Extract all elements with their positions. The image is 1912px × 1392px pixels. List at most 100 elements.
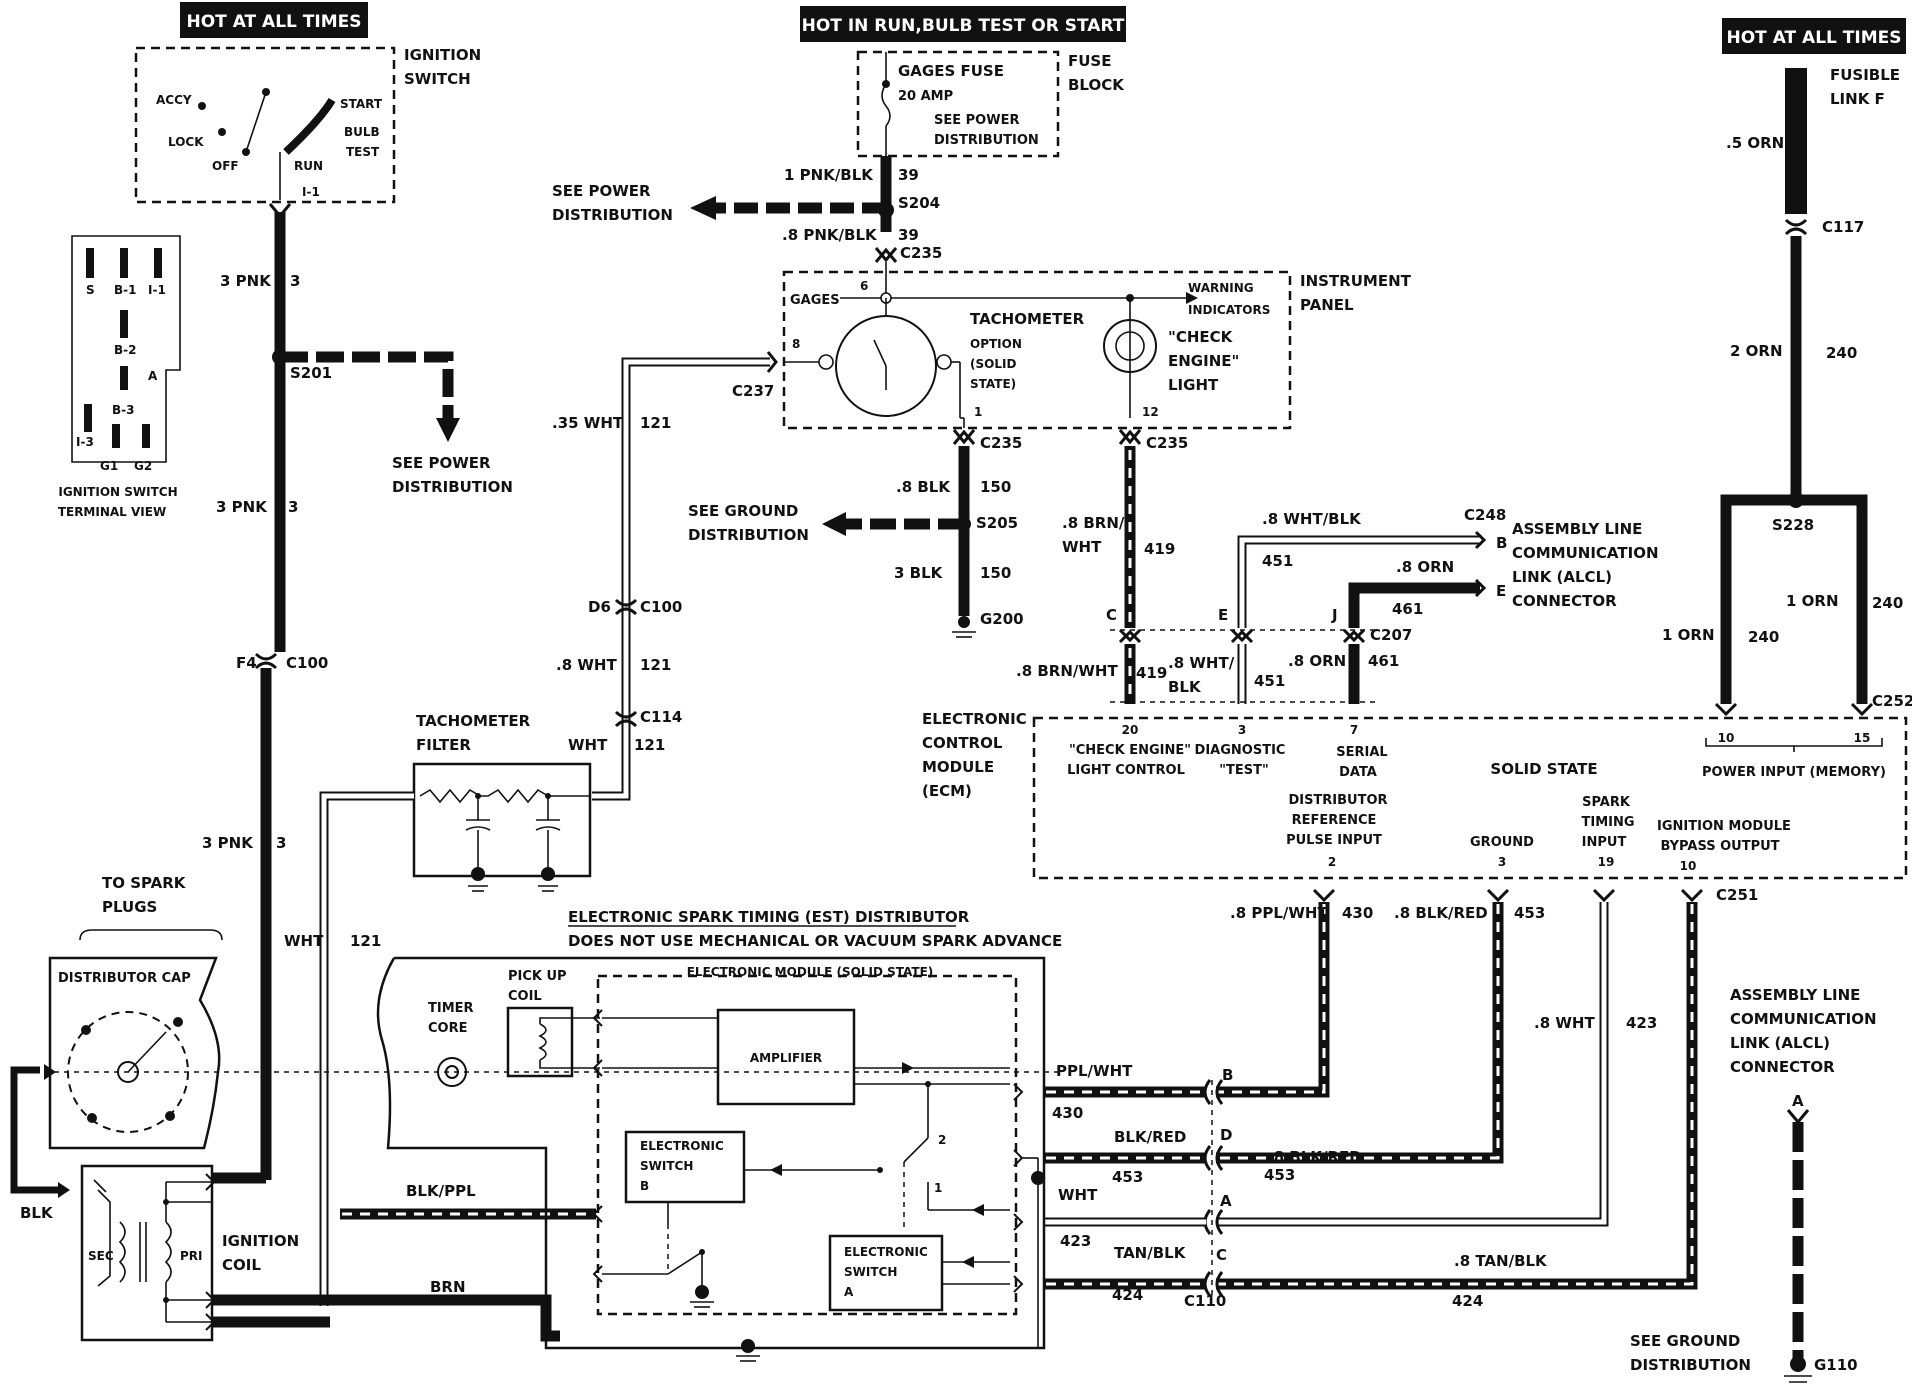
est-distributor: ELECTRONIC SPARK TIMING (EST) DISTRIBUTO… (376, 908, 1062, 1362)
diagram-label: ASSEMBLY LINE (1512, 520, 1642, 538)
diagram-label: SOLID STATE (1490, 760, 1597, 778)
diagram-label: 453 (1264, 1166, 1295, 1184)
diagram-label: 1 ORN (1662, 626, 1715, 644)
circuit-3-pnk: 3 PNK 3 S201 SEE POWER DISTRIBUTION 3 PN… (202, 203, 513, 1184)
diagram-label: B (1222, 1066, 1233, 1084)
diagram-label: .8 WHT (556, 656, 617, 674)
diagram-label: RUN (294, 159, 323, 173)
diagram-label: .8 WHT/ (1168, 654, 1235, 672)
distributor-cap: TO SPARK PLUGS DISTRIBUTOR CAP BLK (10, 874, 1064, 1222)
diagram-label: D (1220, 1126, 1232, 1144)
diagram-label: 6 (860, 279, 868, 293)
diagram-label: C235 (900, 244, 942, 262)
diagram-label: .8 ORN (1288, 652, 1346, 670)
diagram-label: .8 ORN (1396, 558, 1454, 576)
diagram-label: 3 (288, 498, 298, 516)
diagram-label: J (1331, 606, 1338, 624)
diagram-label: 121 (634, 736, 665, 754)
diagram-label: REFERENCE (1292, 813, 1377, 828)
diagram-label: G2 (134, 459, 152, 473)
diagram-label: .5 ORN (1726, 134, 1784, 152)
hot-label-left: HOT AT ALL TIMES (180, 2, 368, 38)
diagram-label: SEC (88, 1249, 114, 1263)
diagram-label: SEE GROUND (1630, 1332, 1740, 1350)
diagram-label: ELECTRONIC (922, 710, 1027, 728)
diagram-label: WARNING (1188, 281, 1254, 295)
diagram-label: TO SPARK (102, 874, 187, 892)
diagram-label: PRI (180, 1249, 203, 1263)
diagram-label: ACCY (156, 93, 192, 107)
circuit-240-orn: FUSIBLE LINK F .5 ORN C117 2 ORN 240 S22… (1662, 66, 1912, 717)
diagram-label: 150 (980, 564, 1011, 582)
diagram-label: G200 (980, 610, 1024, 628)
diagram-label: SERIAL (1336, 745, 1387, 760)
diagram-label: LIGHT CONTROL (1067, 763, 1185, 778)
diagram-label: HOT IN RUN,BULB TEST OR START (802, 16, 1125, 36)
diagram-label: ELECTRONIC (640, 1139, 724, 1153)
diagram-label: INPUT (1582, 835, 1627, 850)
diagram-label: .8 WHT/BLK (1262, 510, 1362, 528)
diagram-label: .8 BRN/WHT (1016, 662, 1118, 680)
diagram-label: 430 (1052, 1104, 1083, 1122)
diagram-label: 451 (1254, 672, 1285, 690)
diagram-label: LINK (ALCL) (1512, 568, 1612, 586)
diagram-label: DISTRIBUTOR CAP (58, 971, 191, 986)
diagram-label: 39 (898, 166, 919, 184)
diagram-label: FILTER (416, 736, 471, 754)
diagram-label: CONNECTOR (1730, 1058, 1835, 1076)
diagram-label: LIGHT (1168, 376, 1219, 394)
diagram-label: PANEL (1300, 296, 1354, 314)
diagram-label: B-1 (114, 283, 136, 297)
diagram-label: 1 ORN (1786, 592, 1839, 610)
diagram-label: A (1220, 1192, 1232, 1210)
diagram-label: (ECM) (922, 782, 972, 800)
diagram-label: BLK (1168, 678, 1202, 696)
diagram-label: INSTRUMENT (1300, 272, 1412, 290)
diagram-label: PLUGS (102, 898, 157, 916)
diagram-label: .8 BLK/RED (1268, 1148, 1362, 1166)
diagram-label: 20 (1122, 723, 1139, 737)
diagram-label: ELECTRONIC SPARK TIMING (EST) DISTRIBUTO… (568, 908, 970, 926)
diagram-label: FUSE (1068, 52, 1111, 70)
diagram-label: IGNITION SWITCH (58, 485, 177, 499)
diagram-label: CORE (428, 1021, 467, 1036)
diagram-label: .8 WHT (1534, 1014, 1595, 1032)
diagram-label: DOES NOT USE MECHANICAL OR VACUUM SPARK … (568, 932, 1062, 950)
diagram-label: GROUND (1470, 835, 1534, 850)
diagram-label: 424 (1452, 1292, 1483, 1310)
diagram-label: 453 (1514, 904, 1545, 922)
diagram-label: IGNITION (404, 46, 481, 64)
diagram-label: F4 (236, 654, 257, 672)
diagram-label: 423 (1626, 1014, 1657, 1032)
diagram-label: IGNITION (222, 1232, 299, 1250)
diagram-label: 10 (1680, 859, 1697, 873)
diagram-label: .8 BRN/ (1062, 514, 1125, 532)
diagram-label: TIMER (428, 1001, 474, 1016)
diagram-label: PULSE INPUT (1286, 833, 1382, 848)
diagram-label: CONNECTOR (1512, 592, 1617, 610)
circuit-419-brn-wht: C235 .8 BRN/ WHT 419 C .8 BRN/WHT 419 (1016, 429, 1188, 704)
diagram-label: BULB (344, 125, 380, 139)
diagram-label: C248 (1464, 506, 1506, 524)
diagram-label: BLK (20, 1204, 54, 1222)
diagram-label: C100 (286, 654, 328, 672)
diagram-label: 419 (1144, 540, 1175, 558)
diagram-label: LOCK (168, 135, 204, 149)
circuit-39-pnk-blk: 1 PNK/BLK 39 S204 SEE POWER DISTRIBUTION… (552, 156, 942, 296)
diagram-label: TACHOMETER (416, 712, 531, 730)
diagram-label: C (1216, 1246, 1227, 1264)
diagram-label: "TEST" (1219, 763, 1269, 778)
tachometer-filter: TACHOMETER FILTER WHT 121 (284, 712, 592, 1306)
diagram-label: I-1 (302, 185, 320, 199)
diagram-label: B (640, 1179, 649, 1193)
diagram-label: C110 (1184, 1292, 1226, 1310)
diagram-label: GAGES FUSE (898, 62, 1004, 80)
diagram-label: DISTRIBUTOR (1288, 793, 1387, 808)
diagram-label: 121 (350, 932, 381, 950)
diagram-label: C117 (1822, 218, 1864, 236)
diagram-label: 240 (1872, 594, 1903, 612)
diagram-label: WHT (568, 736, 608, 754)
diagram-label: BLK/PPL (406, 1182, 476, 1200)
diagram-label: 3 PNK (202, 834, 254, 852)
